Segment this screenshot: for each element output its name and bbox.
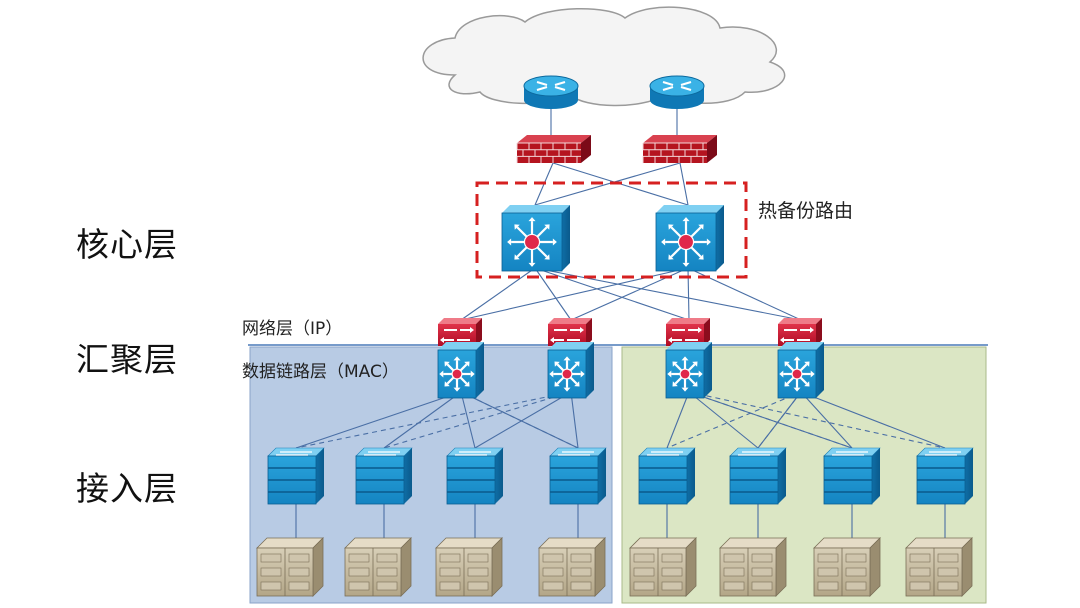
multilayer-switch-icon [501, 205, 570, 272]
access-layer-label: 接入层 [76, 469, 178, 508]
server-icon [256, 537, 324, 597]
core-layer-label: 核心层 [76, 225, 178, 264]
aggregation-switch-icon [665, 342, 712, 399]
firewall-icon [642, 135, 717, 164]
server-icon [629, 537, 697, 597]
access-switch-icon [916, 447, 974, 505]
server-icon [344, 537, 412, 597]
router-icon [649, 75, 705, 109]
server-icon [435, 537, 503, 597]
aggregation-switch-icon [777, 342, 824, 399]
server-icon [538, 537, 606, 597]
hot-standby-box [475, 181, 748, 279]
access-switch-icon [823, 447, 881, 505]
router-module-icon [438, 318, 482, 346]
aggregation-layer-label: 汇聚层 [76, 340, 178, 379]
access-switch-icon [638, 447, 696, 505]
server-icon [719, 537, 787, 597]
server-icon [905, 537, 973, 597]
standby-links [295, 391, 946, 449]
access-switch-icon [355, 447, 413, 505]
hot-standby-label: 热备份路由 [758, 200, 854, 222]
multilayer-switch-icon [655, 205, 724, 272]
aggregation-switch-icon [547, 342, 594, 399]
access-switch-icon [446, 447, 504, 505]
aggregation-switch-icon [437, 342, 484, 399]
internet-cloud-icon [422, 6, 786, 107]
firewall-icon [516, 135, 591, 164]
router-module-icon [548, 318, 592, 346]
router-module-icon [778, 318, 822, 346]
router-module-icon [666, 318, 710, 346]
server-icon [813, 537, 881, 597]
datalink-layer-label: 数据链路层（MAC） [242, 362, 399, 382]
network-layer-label: 网络层（IP） [242, 319, 343, 339]
router-icon [523, 75, 579, 109]
access-switch-icon [549, 447, 607, 505]
access-switch-icon [267, 447, 325, 505]
access-switch-icon [729, 447, 787, 505]
